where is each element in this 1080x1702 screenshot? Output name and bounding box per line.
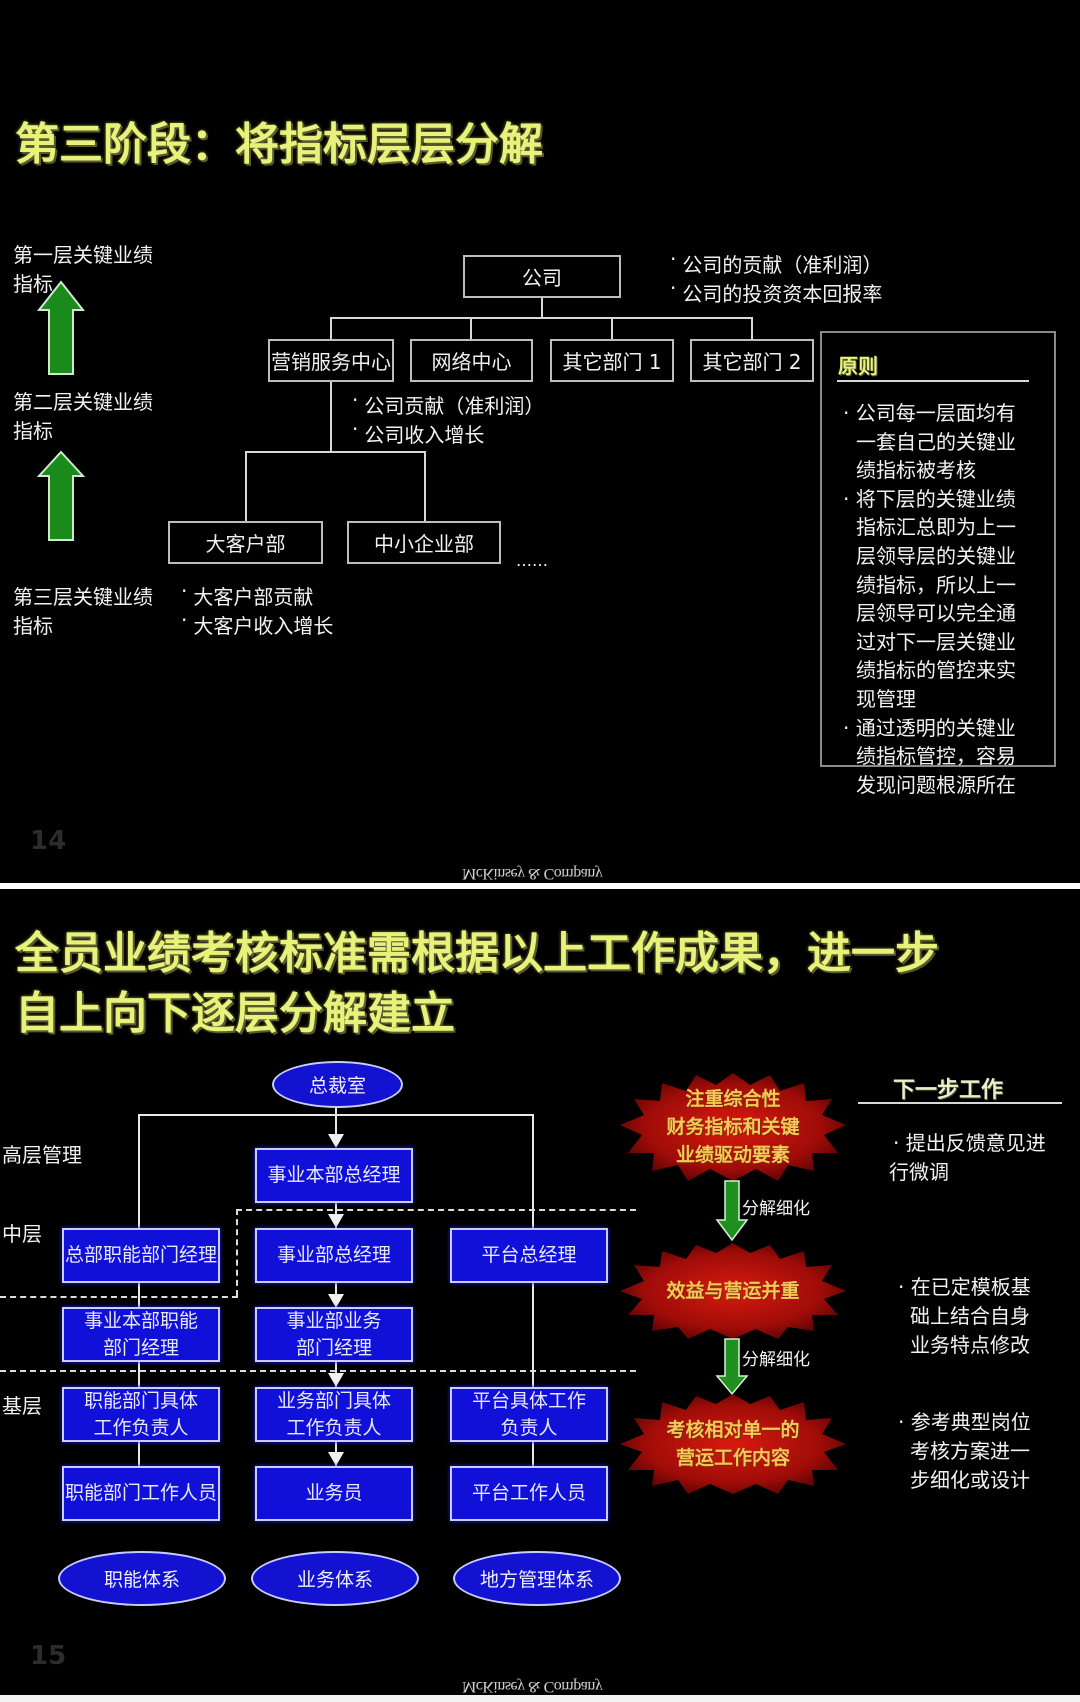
- next-steps-divider: [858, 1102, 1062, 1104]
- principles-text: · 公司每一层面均有 一套自己的关键业 绩指标被考核 · 将下层的关键业绩 指标…: [843, 401, 1016, 797]
- starburst-icon: [620, 1394, 846, 1494]
- level3-kpi-label: 第三层关键业绩 指标: [13, 585, 153, 638]
- connector: [470, 317, 472, 339]
- level1-kpi-label: 第一层关键业绩 指标: [13, 243, 153, 296]
- connector: [138, 1114, 140, 1228]
- page-number: 14: [30, 826, 67, 856]
- org-node-marketing-service-center: 营销服务中心: [268, 339, 394, 382]
- company-kpi-bullets: 公司的贡献（准利润） 公司的投资资本回报率: [670, 251, 882, 309]
- footer-brand: McKinsey & Company: [462, 1678, 603, 1695]
- level-label-middle: 中层: [2, 1222, 42, 1246]
- org-node-division-general-manager: 事业部总经理: [255, 1228, 413, 1283]
- starburst-icon: [620, 1073, 846, 1181]
- next-step-item-3: · 参考典型岗位 考核方案进一 步细化或设计: [898, 1410, 1031, 1492]
- slide2-title-line1: 全员业绩考核标准需根据以上工作成果，进一步: [15, 928, 939, 979]
- connector: [330, 317, 753, 319]
- system-business: 业务体系: [251, 1551, 419, 1606]
- principles-divider: [837, 380, 1029, 382]
- connector: [245, 451, 426, 453]
- slide-separator: [0, 883, 1080, 889]
- focus-step-3-burst: 考核相对单一的 营运工作内容: [618, 1392, 848, 1496]
- dashed-level-separator: [236, 1209, 636, 1211]
- dashed-level-separator: [0, 1370, 636, 1372]
- slide1-title: 第三阶段：将指标层层分解: [15, 119, 543, 170]
- org-node-key-accounts: 大客户部: [168, 521, 323, 564]
- connector: [424, 451, 426, 521]
- green-down-arrow-icon: [715, 1338, 749, 1396]
- focus-step-1-burst: 注重综合性 财务指标和关键 业绩驱动要素: [618, 1071, 848, 1183]
- focus-step-2-burst: 效益与营运并重: [618, 1241, 848, 1341]
- next-steps-heading: 下一步工作: [893, 1078, 1004, 1103]
- decompose-label: 分解细化: [742, 1199, 810, 1219]
- arrow-down-icon: [328, 1452, 344, 1466]
- connector: [138, 1114, 534, 1116]
- principles-heading: 原则: [838, 354, 878, 378]
- more-ellipsis: ……: [516, 551, 548, 570]
- bottom-white-strip: [0, 1695, 1080, 1702]
- connector: [330, 317, 332, 339]
- page-number: 15: [30, 1641, 67, 1671]
- system-regional-management: 地方管理体系: [453, 1551, 621, 1606]
- connector: [532, 1114, 534, 1228]
- marketing-kpi-bullets: 公司贡献（准利润） 公司收入增长: [352, 392, 544, 450]
- org-node-platform-general-manager: 平台总经理: [450, 1228, 608, 1283]
- system-function: 职能体系: [58, 1551, 226, 1606]
- org-node-other-dept-1: 其它部门 1: [550, 339, 674, 382]
- org-node-salesman: 业务员: [255, 1466, 413, 1521]
- org-node-network-center: 网络中心: [410, 339, 533, 382]
- org-node-hq-function-manager: 总部职能部门经理: [62, 1228, 220, 1283]
- slide-performance-appraisal: 全员业绩考核标准需根据以上工作成果，进一步 自上向下逐层分解建立 高层管理 中层…: [0, 889, 1080, 1695]
- org-node-other-dept-2: 其它部门 2: [690, 339, 814, 382]
- connector: [532, 1441, 534, 1466]
- org-node-division-business-manager: 事业部业务 部门经理: [255, 1307, 413, 1362]
- connector: [138, 1441, 140, 1466]
- org-node-bu-general-manager: 事业本部总经理: [255, 1148, 413, 1203]
- level-label-base: 基层: [2, 1394, 42, 1418]
- connector: [541, 298, 543, 318]
- org-node-business-lead: 业务部门具体 工作负责人: [255, 1387, 413, 1442]
- principles-panel: [820, 331, 1056, 767]
- org-node-function-lead: 职能部门具体 工作负责人: [62, 1387, 220, 1442]
- slide2-title-line2: 自上向下逐层分解建立: [15, 988, 455, 1039]
- decompose-label: 分解细化: [742, 1350, 810, 1370]
- dashed-level-separator: [236, 1209, 238, 1296]
- arrow-down-icon: [328, 1373, 344, 1387]
- next-step-item-1: · 提出反馈意见进 行微调: [889, 1131, 1046, 1184]
- starburst-icon: [620, 1243, 846, 1339]
- next-step-item-2: · 在已定模板基 础上结合自身 业务特点修改: [898, 1275, 1031, 1357]
- arrow-down-icon: [328, 1214, 344, 1228]
- connector: [611, 317, 613, 339]
- connector: [335, 1108, 337, 1144]
- slide-kpi-decomposition: 第三阶段：将指标层层分解 第一层关键业绩 指标 第二层关键业绩 指标 第三层关键…: [0, 0, 1080, 883]
- dashed-level-separator: [0, 1296, 238, 1298]
- connector: [751, 317, 753, 339]
- level-label-senior: 高层管理: [2, 1143, 82, 1167]
- org-node-company: 公司: [463, 255, 621, 298]
- connector: [245, 451, 247, 521]
- green-up-arrow-icon: [36, 280, 86, 375]
- connector: [330, 382, 332, 452]
- connector: [532, 1282, 534, 1387]
- key-accounts-kpi-bullets: 大客户部贡献 大客户收入增长: [181, 583, 333, 641]
- footer-brand: McKinsey & Company: [462, 865, 603, 882]
- org-node-platform-staff: 平台工作人员: [450, 1466, 608, 1521]
- green-up-arrow-icon: [36, 450, 86, 541]
- green-down-arrow-icon: [715, 1180, 749, 1242]
- arrow-down-icon: [328, 1134, 344, 1148]
- org-node-platform-lead: 平台具体工作 负责人: [450, 1387, 608, 1442]
- org-node-sme: 中小企业部: [347, 521, 501, 564]
- org-node-function-staff: 职能部门工作人员: [62, 1466, 220, 1521]
- level2-kpi-label: 第二层关键业绩 指标: [13, 390, 153, 443]
- org-node-president-office: 总裁室: [272, 1061, 403, 1108]
- arrow-down-icon: [328, 1294, 344, 1308]
- org-node-bu-function-manager: 事业本部职能 部门经理: [62, 1307, 220, 1362]
